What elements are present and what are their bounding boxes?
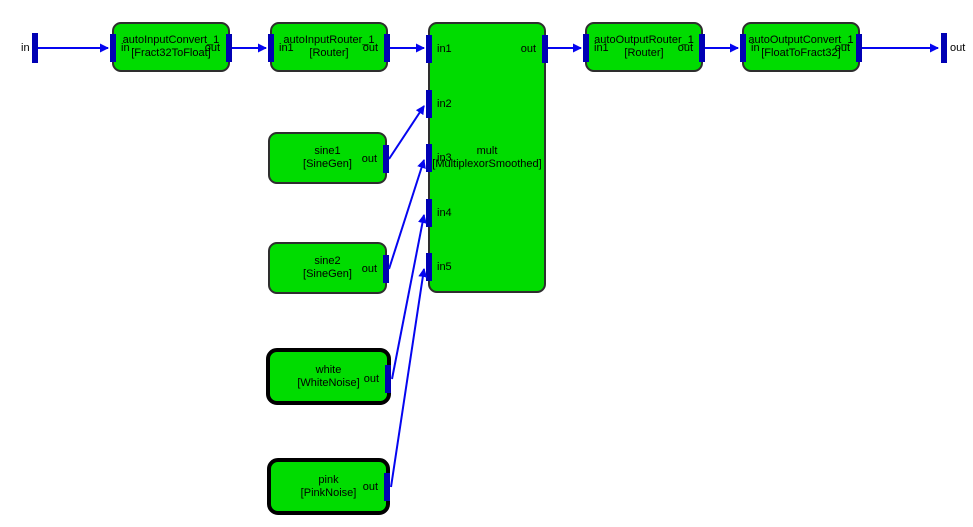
wire-sine2-to-mult-in3 — [388, 159, 426, 270]
block-title: autoOutputConvert_1 [FloatToFract32] — [748, 34, 854, 59]
block-mult[interactable]: mult [MultiplexorSmoothed] in1 in2 in3 i… — [426, 22, 548, 293]
output-terminal-pin[interactable] — [941, 33, 947, 63]
input-pin[interactable] — [110, 34, 116, 62]
block-title: pink [PinkNoise] — [300, 473, 357, 499]
input-pin-in4[interactable] — [426, 199, 432, 227]
block-autoinputrouter-1[interactable]: autoInputRouter_1 [Router] in1 out — [268, 22, 390, 72]
output-pin[interactable] — [384, 34, 390, 62]
input-pin[interactable] — [740, 34, 746, 62]
wire-pink-to-mult-in5 — [390, 268, 428, 488]
output-pin[interactable] — [385, 365, 391, 393]
input-pin-label-in4: in4 — [437, 207, 452, 219]
input-pin-label-in2: in2 — [437, 98, 452, 110]
block-autooutputconvert-1[interactable]: autoOutputConvert_1 [FloatToFract32] in … — [740, 22, 862, 72]
block-title: autoOutputRouter_1 [Router] — [594, 34, 694, 59]
block-sine2[interactable]: sine2 [SineGen] out — [268, 242, 389, 294]
input-pin-in3[interactable] — [426, 144, 432, 172]
block-title: sine1 [SineGen] — [303, 145, 352, 170]
block-title: white [WhiteNoise] — [297, 363, 360, 389]
input-pin-label-in5: in5 — [437, 261, 452, 273]
input-pin-label-in1: in1 — [437, 43, 452, 55]
block-title: autoInputConvert_1 [Fract32ToFloat] — [122, 34, 220, 59]
block-title: autoInputRouter_1 [Router] — [283, 34, 375, 59]
block-autoinputconvert-1[interactable]: autoInputConvert_1 [Fract32ToFloat] in o… — [110, 22, 232, 72]
input-pin-label-in3: in3 — [437, 152, 452, 164]
block-sine1[interactable]: sine1 [SineGen] out — [268, 132, 389, 184]
input-pin-in1[interactable] — [426, 35, 432, 63]
output-pin[interactable] — [542, 35, 548, 63]
output-pin[interactable] — [226, 34, 232, 62]
output-pin-label: out — [834, 42, 850, 54]
block-title: mult [MultiplexorSmoothed] — [432, 144, 542, 170]
input-pin[interactable] — [268, 34, 274, 62]
output-pin[interactable] — [856, 34, 862, 62]
block-autooutputrouter-1[interactable]: autoOutputRouter_1 [Router] in1 out — [583, 22, 705, 72]
input-terminal-pin[interactable] — [32, 33, 38, 63]
output-pin-label: out — [363, 373, 379, 385]
input-pin-label: in1 — [279, 42, 294, 54]
wire-white-to-mult-in4 — [391, 214, 427, 380]
input-pin-in5[interactable] — [426, 253, 432, 281]
output-pin-label: out — [204, 42, 220, 54]
output-pin-label: out — [361, 263, 377, 275]
output-pin[interactable] — [699, 34, 705, 62]
output-pin-label: out — [677, 42, 693, 54]
block-title: sine2 [SineGen] — [303, 255, 352, 280]
output-pin[interactable] — [384, 473, 390, 501]
input-pin-label: in — [751, 42, 760, 54]
output-pin[interactable] — [383, 145, 389, 173]
input-pin-label: in — [121, 42, 130, 54]
input-pin[interactable] — [583, 34, 589, 62]
output-pin-label: out — [520, 43, 536, 55]
block-pink[interactable]: pink [PinkNoise] out — [267, 458, 390, 515]
input-pin-label: in1 — [594, 42, 609, 54]
wire-sine1-to-mult-in2 — [388, 105, 425, 160]
output-pin[interactable] — [383, 255, 389, 283]
output-pin-label: out — [362, 42, 378, 54]
output-terminal-label: out — [950, 42, 966, 54]
input-terminal-label: in — [21, 42, 30, 54]
input-pin-in2[interactable] — [426, 90, 432, 118]
block-white[interactable]: white [WhiteNoise] out — [266, 348, 391, 405]
output-pin-label: out — [361, 153, 377, 165]
output-pin-label: out — [362, 481, 378, 493]
